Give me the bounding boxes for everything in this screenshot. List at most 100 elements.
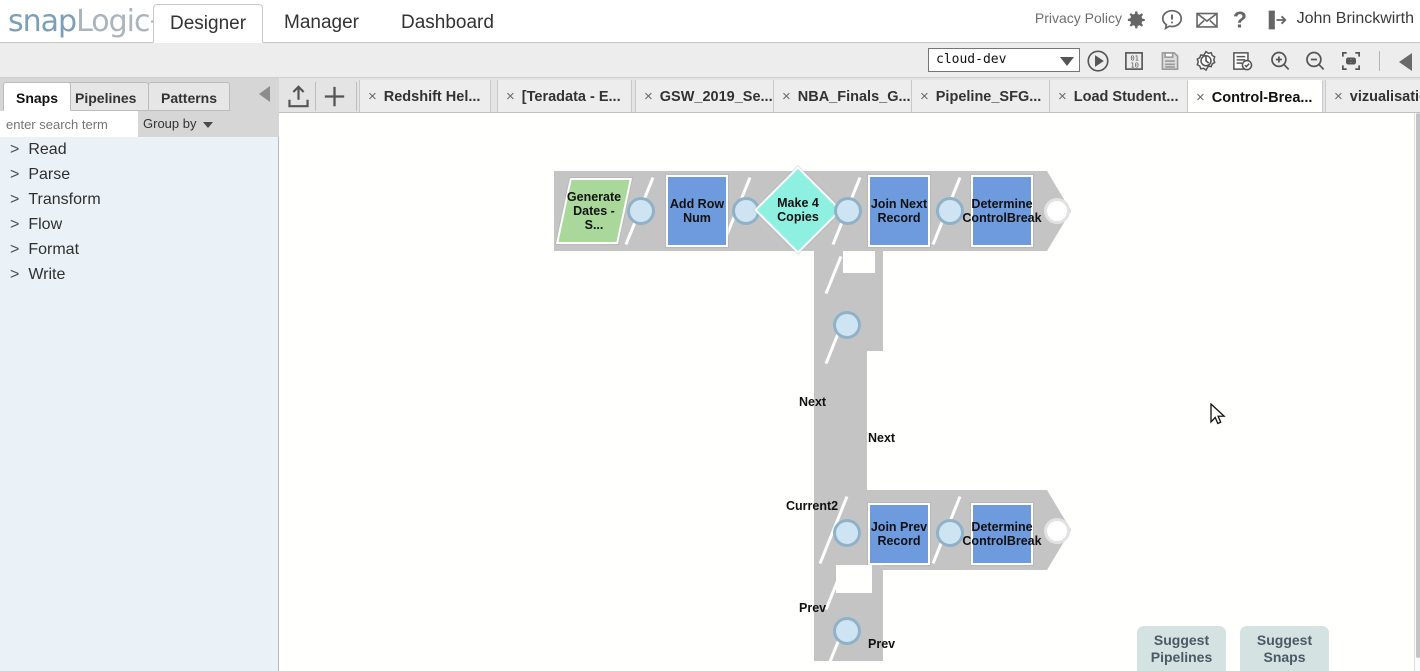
zoom-out-icon[interactable] <box>1302 48 1328 74</box>
pipeline-tab-label: [Teradata - E... <box>521 89 621 105</box>
nav-tab-designer[interactable]: Designer <box>153 4 264 43</box>
suggest-snaps-line1: Suggest <box>1256 632 1313 648</box>
snap-join-next-record[interactable]: Join Next Record <box>868 175 930 247</box>
category-label: Write <box>28 266 66 283</box>
suggest-snaps-button[interactable]: Suggest Snaps <box>1240 626 1329 671</box>
alert-icon[interactable] <box>1159 7 1185 38</box>
mail-icon[interactable] <box>1194 7 1220 38</box>
snap-add-row-num[interactable]: Add Row Num <box>666 175 728 247</box>
help-icon[interactable]: ? <box>1227 7 1253 38</box>
expand-arrow-icon: > <box>10 266 20 283</box>
pipe-notch <box>843 251 875 273</box>
snaplogic-logo[interactable]: snapLogic· <box>8 2 155 42</box>
connector-output-join-prev-record[interactable] <box>936 519 964 547</box>
connector-output-generate-dates[interactable] <box>627 197 655 225</box>
upload-icon[interactable] <box>283 81 314 112</box>
snap-determine-controlbreak-1[interactable]: Determine ControlBreak <box>962 175 1042 247</box>
pipeline-tab-strip: × Redshift Hel... × [Teradata - E... ×GSW_… <box>279 78 1420 113</box>
save-icon[interactable] <box>1157 48 1183 74</box>
validate-icon[interactable] <box>1193 48 1219 74</box>
connector-next[interactable] <box>833 311 861 339</box>
pipeline-tab-label: Pipeline_SFG... <box>935 89 1042 105</box>
parameters-icon[interactable]: 01 10 <box>1121 48 1147 74</box>
suggest-pipelines-line2: Pipelines <box>1150 649 1213 665</box>
canvas-vertical-scrollbar[interactable] <box>1414 113 1420 671</box>
expand-arrow-icon: > <box>10 191 20 208</box>
close-icon[interactable]: × <box>782 88 791 105</box>
panel-tab-bar: Snaps Pipelines Patterns <box>0 78 279 111</box>
nav-tab-dashboard[interactable]: Dashboard <box>401 12 494 33</box>
snap-category-list: >Read >Parse >Transform >Flow >Format >W… <box>0 137 279 287</box>
plus-icon[interactable] <box>319 81 350 112</box>
connector-current2[interactable] <box>833 519 861 547</box>
connector-output-make-4-copies[interactable] <box>834 197 862 225</box>
pipeline-tab-vizualisation[interactable]: ×vizualisatio <box>1325 80 1420 112</box>
environment-select[interactable]: cloud-dev <box>928 48 1080 72</box>
expand-arrow-icon: > <box>10 141 20 158</box>
connector-prev[interactable] <box>833 617 861 645</box>
collapse-panel-icon[interactable] <box>1399 53 1412 71</box>
link-label-prev-in: Prev <box>868 637 896 651</box>
link-label-next-out: Next <box>799 395 827 409</box>
nav-tab-manager[interactable]: Manager <box>284 12 359 33</box>
panel-collapse-icon[interactable] <box>259 86 270 102</box>
snap-determine-controlbreak-2[interactable]: Determine ControlBreak <box>962 503 1042 565</box>
pipeline-tab-load-student[interactable]: ×Load Student... <box>1049 80 1190 112</box>
link-label-prev-out: Prev <box>799 601 827 615</box>
category-label: Parse <box>28 166 71 183</box>
panel-tab-patterns[interactable]: Patterns <box>148 82 231 111</box>
pipeline-tab-control-break[interactable]: × Control-Brea... <box>1187 80 1324 112</box>
user-name-label[interactable]: John Brinckwirth <box>1296 10 1414 27</box>
snap-join-prev-record[interactable]: Join Prev Record <box>868 503 930 565</box>
run-icon[interactable] <box>1085 48 1111 74</box>
category-write[interactable]: > Write <box>0 262 279 287</box>
pipeline-tab-label: Redshift Hel... <box>383 89 481 105</box>
category-transform[interactable]: > Transform <box>0 187 279 212</box>
svg-text:?: ? <box>1233 7 1247 33</box>
pipeline-tab-redshift[interactable]: × Redshift Hel... <box>359 80 492 112</box>
top-bar: snapLogic· Designer Manager Dashboard Pr… <box>0 0 1420 43</box>
fit-screen-icon[interactable] <box>1338 48 1364 74</box>
category-label: Transform <box>28 191 101 208</box>
logout-icon[interactable] <box>1264 7 1290 38</box>
close-icon[interactable]: × <box>644 88 653 105</box>
pipe-notch <box>836 565 872 593</box>
notes-icon[interactable] <box>1229 48 1255 74</box>
close-icon[interactable]: × <box>1334 88 1343 105</box>
gear-icon[interactable] <box>1122 7 1148 38</box>
category-label: Format <box>28 241 80 258</box>
close-icon[interactable]: × <box>368 88 377 105</box>
scrollbar-thumb[interactable] <box>1416 113 1420 658</box>
category-read[interactable]: >Read <box>0 137 279 162</box>
category-parse[interactable]: >Parse <box>0 162 279 187</box>
close-icon[interactable]: × <box>1196 89 1205 106</box>
pipeline-tab-gsw2019[interactable]: ×GSW_2019_Se... <box>635 80 784 112</box>
suggest-pipelines-button[interactable]: Suggest Pipelines <box>1137 626 1226 671</box>
tab-separator <box>356 82 357 111</box>
pipeline-tab-label: NBA_Finals_G... <box>797 89 911 105</box>
connector-open-output-row2[interactable] <box>1044 518 1070 544</box>
category-format[interactable]: > Format <box>0 237 279 262</box>
logo-dot: · <box>149 12 155 31</box>
logo-text-logic: Logic <box>76 4 150 39</box>
connector-open-output-row1[interactable] <box>1044 198 1070 224</box>
pipeline-tab-nba-finals[interactable]: × NBA_Finals_G... <box>773 80 922 112</box>
category-flow[interactable]: >Flow <box>0 212 279 237</box>
close-icon[interactable]: × <box>506 88 515 105</box>
zoom-in-icon[interactable] <box>1267 48 1293 74</box>
suggest-pipelines-line1: Suggest <box>1153 632 1210 648</box>
group-by-dropdown[interactable]: Group by <box>143 116 214 131</box>
expand-arrow-icon: > <box>10 241 20 258</box>
panel-tab-pipelines[interactable]: Pipelines <box>62 82 150 111</box>
pipeline-tab-pipeline-sfg[interactable]: × Pipeline_SFG... <box>911 80 1053 112</box>
panel-tab-snaps[interactable]: Snaps <box>3 82 72 111</box>
close-icon[interactable]: × <box>920 88 929 105</box>
search-input[interactable] <box>0 111 138 137</box>
pipeline-tab-label: Control-Brea... <box>1211 90 1313 106</box>
privacy-policy-link[interactable]: Privacy Policy <box>1034 10 1122 26</box>
pipeline-canvas[interactable]: Generate Dates - S... Add Row Num Make 4… <box>280 113 1420 671</box>
connector-output-join-next-record[interactable] <box>936 197 964 225</box>
close-icon[interactable]: × <box>1058 88 1067 105</box>
pipeline-tab-teradata[interactable]: × [Teradata - E... <box>497 80 632 112</box>
logo-text-snap: snap <box>8 4 77 39</box>
